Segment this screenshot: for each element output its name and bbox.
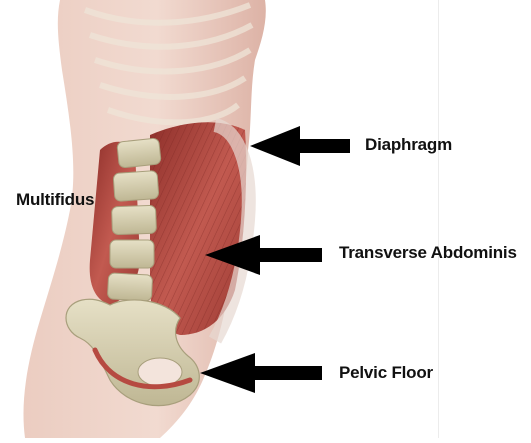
arrow-diaphragm: [250, 126, 350, 166]
panel-divider: [438, 0, 439, 438]
arrow-pelvic-floor: [200, 353, 322, 393]
label-diaphragm: Diaphragm: [365, 135, 452, 155]
label-transverse-abdominis: Transverse Abdominis: [339, 243, 517, 263]
label-pelvic-floor: Pelvic Floor: [339, 363, 433, 383]
label-multifidus: Multifidus: [16, 190, 94, 210]
